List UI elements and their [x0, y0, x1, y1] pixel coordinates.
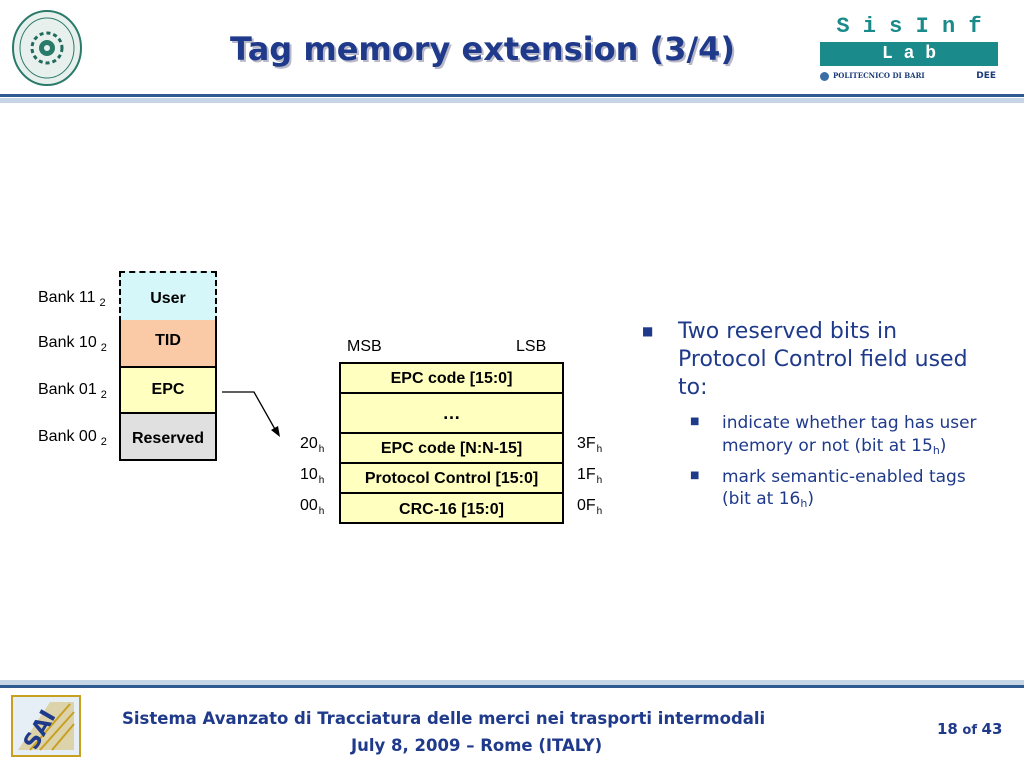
sisinf-logo-bar: L a b	[820, 42, 998, 66]
sisinf-logo-top: S i s I n f	[836, 14, 982, 39]
bank-tid-box: TID	[119, 320, 217, 366]
bullet-sub-user-memory: ■ indicate whether tag has user memory o…	[690, 413, 977, 457]
square-bullet-icon: ■	[690, 416, 700, 428]
header-divider	[0, 94, 1024, 104]
sisinf-lab-logo: S i s I n f L a b POLITECNICO DI BARI DE…	[820, 14, 998, 83]
addr-start-00: 00h	[300, 497, 325, 517]
addr-end-3f: 3Fh	[577, 435, 603, 455]
page-number: 18 of 43	[937, 720, 1003, 738]
slide-title: Tag memory extension (3/4)	[230, 30, 736, 68]
epc-row-protocol-control: Protocol Control [15:0]	[339, 462, 564, 494]
bullet-main: ■ Two reserved bits in Protocol Control …	[642, 319, 968, 401]
bank-user-box: User	[119, 271, 217, 322]
institution-name: POLITECNICO DI BARI	[833, 71, 925, 80]
footer-date-location: July 8, 2009 – Rome (ITALY)	[351, 736, 603, 755]
university-seal-logo	[12, 10, 82, 86]
footer-project-name: Sistema Avanzato di Tracciatura delle me…	[122, 709, 766, 728]
poliba-dot-icon	[820, 71, 829, 81]
lsb-label: LSB	[516, 338, 547, 355]
addr-end-1f: 1Fh	[577, 466, 603, 486]
dept-name: DEE	[976, 71, 996, 81]
epc-row-crc16: CRC-16 [15:0]	[339, 492, 564, 524]
expand-arrow-icon	[222, 391, 280, 437]
bullet-sub-semantic: ■ mark semantic-enabled tags (bit at 16h…	[690, 466, 966, 510]
square-bullet-icon: ■	[642, 324, 654, 338]
msb-label: MSB	[347, 338, 382, 355]
bank-reserved-box: Reserved	[119, 412, 217, 461]
epc-row-ellipsis: …	[339, 392, 564, 434]
bank-epc-box: EPC	[119, 366, 217, 412]
epc-row-code-high: EPC code [N:N-15]	[339, 432, 564, 464]
addr-start-20: 20h	[300, 435, 325, 455]
footer-divider	[0, 680, 1024, 690]
sisinf-logo-footer: POLITECNICO DI BARI DEE	[820, 69, 998, 83]
addr-start-10: 10h	[300, 466, 325, 486]
addr-end-0f: 0Fh	[577, 497, 603, 517]
epc-row-code-low: EPC code [15:0]	[339, 362, 564, 394]
sai-project-logo: SAI	[11, 695, 81, 757]
square-bullet-icon: ■	[690, 469, 700, 481]
bullet-list: ■ Two reserved bits in Protocol Control …	[640, 318, 990, 511]
